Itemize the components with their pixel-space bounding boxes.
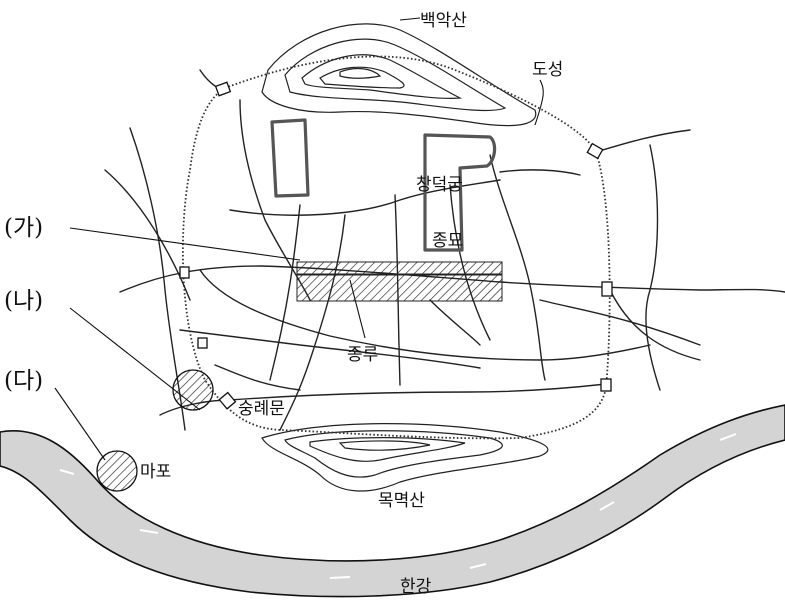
label-sungnyemun: 숭례문 [238, 399, 285, 419]
marker-ga: (가) [4, 215, 43, 241]
label-jongru: 종루 [347, 345, 378, 365]
ga-hatched-area [296, 261, 503, 302]
label-doseong: 도성 [532, 60, 563, 80]
city-gates [179, 81, 613, 410]
leader-lines [54, 17, 544, 461]
label-mapo: 마포 [140, 462, 171, 482]
label-changdeokgung: 창덕궁 [416, 175, 463, 195]
na-hatched-circle [172, 369, 214, 411]
label-jongmyo: 종묘 [432, 231, 463, 251]
marker-da: (다) [4, 368, 43, 394]
city-wall [181, 55, 611, 440]
baegaksan-mountain [261, 23, 537, 127]
label-baegaksan: 백악산 [420, 11, 467, 31]
label-mongmyeoksan: 목멱산 [378, 491, 425, 511]
jongmyo-outline [423, 133, 497, 252]
mongmyeoksan-mountain [261, 423, 549, 492]
da-hatched-circle [96, 450, 138, 492]
label-hangang: 한강 [400, 577, 432, 597]
changdeokgung-outline [270, 118, 310, 198]
marker-na: (나) [4, 288, 43, 314]
